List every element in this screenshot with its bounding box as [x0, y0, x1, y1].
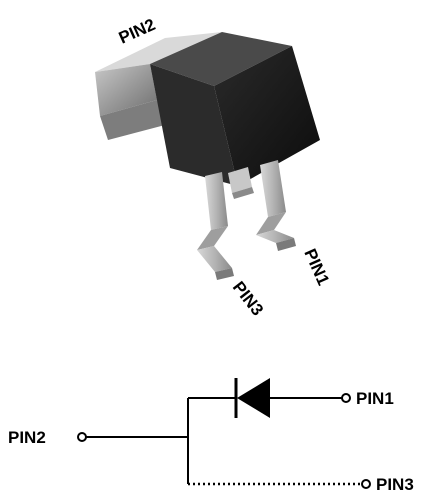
- schematic-label-pin1: PIN1: [356, 389, 394, 408]
- package-body: [150, 32, 320, 186]
- tab-label: PIN2: [116, 15, 158, 48]
- package-tab: [95, 32, 222, 140]
- center-stub: [228, 167, 254, 199]
- terminal-pin3: [361, 479, 371, 489]
- schematic-label-pin3: PIN3: [376, 475, 414, 494]
- schematic: PIN2 PIN1 PIN3: [8, 378, 414, 494]
- lead-label-pin3: PIN3: [229, 278, 267, 319]
- terminal-pin1: [341, 393, 351, 403]
- terminal-pin2: [77, 432, 87, 442]
- transistor-package: PIN2 PIN1 PIN3: [95, 15, 333, 319]
- lead-label-pin1: PIN1: [300, 246, 333, 288]
- schematic-label-pin2: PIN2: [8, 428, 46, 447]
- diode-triangle: [237, 378, 270, 418]
- lead-pin1: [256, 160, 296, 251]
- lead-pin3: [197, 172, 234, 280]
- diode-symbol: [234, 378, 270, 418]
